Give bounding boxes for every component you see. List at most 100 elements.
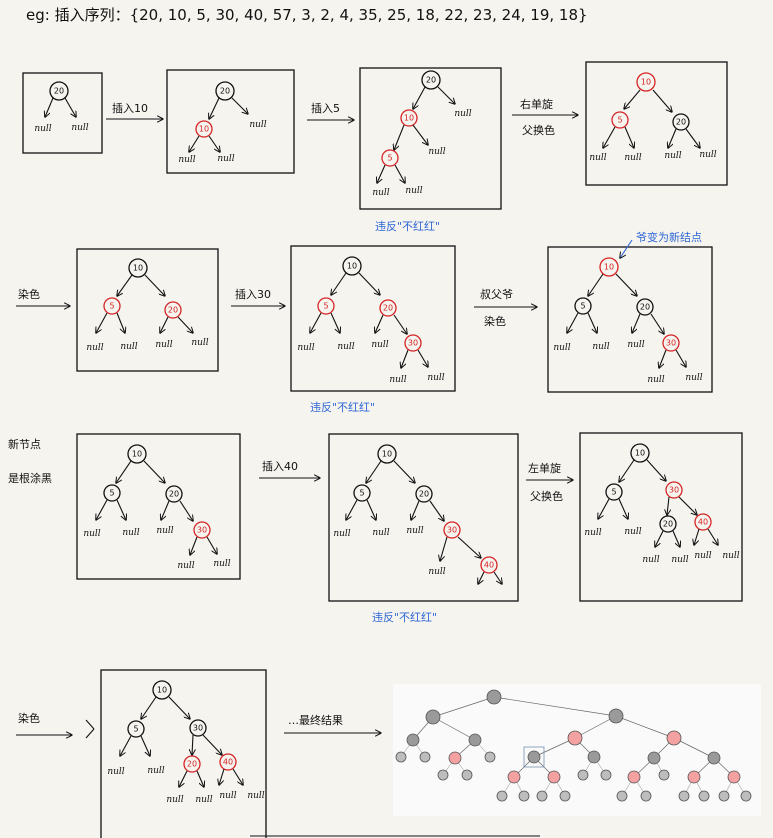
sequence-title: eg: 插入序列：{20, 10, 5, 30, 40, 57, 3, 2, 4… — [26, 6, 588, 24]
violation-note: 违反"不红红" — [310, 401, 375, 414]
tree-node — [486, 689, 502, 705]
step-label: 插入10 — [112, 101, 148, 115]
svg-text:30: 30 — [408, 339, 418, 348]
tree-node — [587, 750, 601, 764]
tree-node — [687, 770, 701, 784]
tree-node — [547, 770, 561, 784]
svg-text:null: null — [427, 373, 444, 383]
tree-box-step3: 20 10 null 5 null null null — [359, 67, 502, 210]
tree-node — [468, 733, 482, 747]
svg-text:null: null — [671, 555, 688, 565]
arrow-rotate-left: 左单旋 父换色 — [526, 461, 573, 503]
arrow-insert10: 插入10 — [106, 101, 163, 119]
null-leaf-node — [395, 751, 407, 763]
svg-text:20: 20 — [220, 87, 230, 96]
svg-text:5: 5 — [617, 116, 622, 125]
svg-text:null: null — [219, 791, 236, 801]
svg-text:null: null — [155, 340, 172, 350]
arrow-recolor: 染色 — [16, 287, 70, 306]
svg-text:null: null — [297, 343, 314, 353]
arrow-recolor-final: 染色 — [16, 711, 95, 739]
svg-text:10: 10 — [382, 450, 392, 459]
svg-text:null: null — [83, 529, 100, 539]
tree-box-step6: 10 5 20 null null null 30 null null — [290, 245, 456, 392]
svg-text:10: 10 — [199, 125, 209, 134]
svg-text:新节点: 新节点 — [8, 437, 41, 451]
svg-text:染色: 染色 — [18, 711, 40, 725]
svg-text:null: null — [428, 147, 445, 157]
svg-text:30: 30 — [447, 526, 457, 535]
svg-text:null: null — [589, 153, 606, 163]
tree-edge — [673, 737, 715, 759]
svg-text:染色: 染色 — [484, 314, 506, 328]
svg-text:null: null — [372, 528, 389, 538]
null-leaf-node — [437, 769, 449, 781]
svg-text:叔父爷: 叔父爷 — [480, 287, 513, 301]
svg-text:null: null — [553, 343, 570, 353]
svg-text:null: null — [389, 375, 406, 385]
svg-text:5: 5 — [109, 489, 114, 498]
arrow-insert30: 插入30 — [231, 287, 285, 306]
tree-box-step9: 10 5 20 null null null 30 null 40 — [328, 433, 519, 602]
svg-text:40: 40 — [484, 561, 494, 570]
svg-text:null: null — [120, 342, 137, 352]
grandpa-note: 爷变为新结点 — [636, 230, 702, 244]
svg-text:5: 5 — [109, 302, 114, 311]
svg-text:null: null — [592, 342, 609, 352]
svg-text:null: null — [337, 342, 354, 352]
svg-text:5: 5 — [387, 154, 392, 163]
svg-text:null: null — [694, 551, 711, 561]
node-label: 20 — [54, 87, 64, 96]
svg-text:20: 20 — [168, 306, 178, 315]
null-leaf-node — [640, 790, 652, 802]
null-leaf-node — [658, 769, 670, 781]
svg-text:20: 20 — [169, 490, 179, 499]
svg-text:5: 5 — [359, 489, 364, 498]
svg-text:null: null — [178, 155, 195, 165]
svg-text:null: null — [722, 551, 739, 561]
svg-text:30: 30 — [669, 486, 679, 495]
arrow-uncle: 叔父爷 染色 — [474, 287, 537, 328]
svg-text:20: 20 — [676, 118, 686, 127]
svg-text:染色: 染色 — [18, 287, 40, 301]
tree-node — [527, 750, 541, 764]
violation-note: 违反"不红红" — [375, 220, 440, 233]
svg-text:null: null — [647, 375, 664, 385]
svg-text:null: null — [217, 154, 234, 164]
svg-text:20: 20 — [383, 304, 393, 313]
null-leaf-node — [461, 769, 473, 781]
svg-text:null: null — [177, 561, 194, 571]
svg-text:20: 20 — [187, 760, 197, 769]
tree-edge — [533, 737, 576, 758]
svg-text:null: null — [584, 528, 601, 538]
tree-node — [627, 770, 641, 784]
svg-text:null: null — [249, 120, 266, 130]
arrow-insert40: 插入40 — [259, 459, 320, 478]
svg-text:null: null — [664, 151, 681, 161]
tree-box-step4: 10 5 20 null null null null — [585, 61, 728, 186]
svg-text:40: 40 — [698, 518, 708, 527]
tree-edge — [432, 696, 495, 718]
tree-edge — [493, 696, 617, 717]
svg-text:null: null — [642, 555, 659, 565]
null-leaf-node — [698, 790, 710, 802]
svg-text:40: 40 — [223, 758, 233, 767]
svg-text:null: null — [454, 109, 471, 119]
null-leaf-node — [740, 790, 752, 802]
null-leaf-node — [419, 751, 431, 763]
tree-node — [406, 733, 420, 747]
tree-node — [727, 770, 741, 784]
tree-box-step1: 20 null null — [22, 72, 103, 154]
svg-text:插入40: 插入40 — [262, 459, 298, 473]
arrow-rotate-right: 右单旋 父换色 — [512, 97, 578, 137]
svg-text:10: 10 — [604, 263, 614, 272]
svg-text:10: 10 — [132, 450, 142, 459]
svg-text:null: null — [627, 340, 644, 350]
svg-text:20: 20 — [663, 520, 673, 529]
node-20 — [49, 81, 69, 101]
svg-text:30: 30 — [666, 339, 676, 348]
tree-node — [448, 751, 462, 765]
tree-edge — [574, 715, 617, 739]
svg-text:null: null — [405, 186, 422, 196]
svg-text:null: null — [156, 526, 173, 536]
